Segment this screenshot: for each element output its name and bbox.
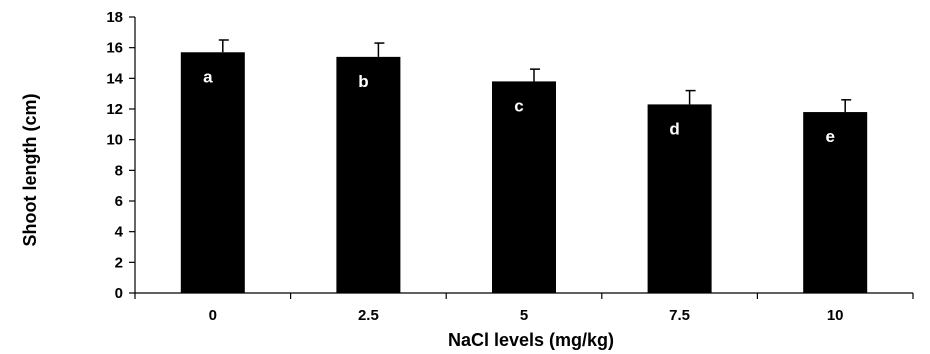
y-tick-label: 12 bbox=[106, 101, 123, 118]
bar-significance-letter: c bbox=[514, 96, 523, 115]
bar bbox=[492, 81, 556, 294]
y-tick-label: 10 bbox=[106, 132, 123, 149]
bar-significance-letter: b bbox=[358, 72, 368, 91]
y-tick-label: 6 bbox=[115, 193, 123, 210]
bar-significance-letter: e bbox=[825, 127, 834, 146]
y-tick-label: 14 bbox=[106, 70, 123, 87]
y-tick-label: 8 bbox=[115, 162, 123, 179]
x-axis-title: NaCl levels (mg/kg) bbox=[448, 330, 614, 350]
x-tick-label: 5 bbox=[520, 307, 528, 324]
x-tick-label: 2.5 bbox=[358, 307, 379, 324]
y-tick-label: 4 bbox=[115, 224, 124, 241]
bar bbox=[180, 52, 245, 294]
y-tick-label: 2 bbox=[115, 254, 123, 271]
x-tick-label: 10 bbox=[827, 307, 844, 324]
y-tick-label: 18 bbox=[106, 9, 123, 26]
x-tick-label: 7.5 bbox=[669, 307, 690, 324]
bar-significance-letter: a bbox=[203, 67, 213, 86]
bar bbox=[336, 56, 401, 293]
bar bbox=[803, 112, 868, 293]
y-tick-label: 16 bbox=[106, 40, 123, 57]
y-tick-label: 0 bbox=[115, 285, 123, 302]
bar-significance-letter: d bbox=[669, 119, 679, 138]
x-tick-label: 0 bbox=[209, 307, 217, 324]
y-axis-title: Shoot length (cm) bbox=[20, 94, 40, 247]
bar bbox=[647, 104, 712, 294]
plot-area: 0 2 4 6 8 10 12 14 16 18 a 0 b 2.5 c 5 d 7.5 e 10 bbox=[106, 9, 914, 324]
